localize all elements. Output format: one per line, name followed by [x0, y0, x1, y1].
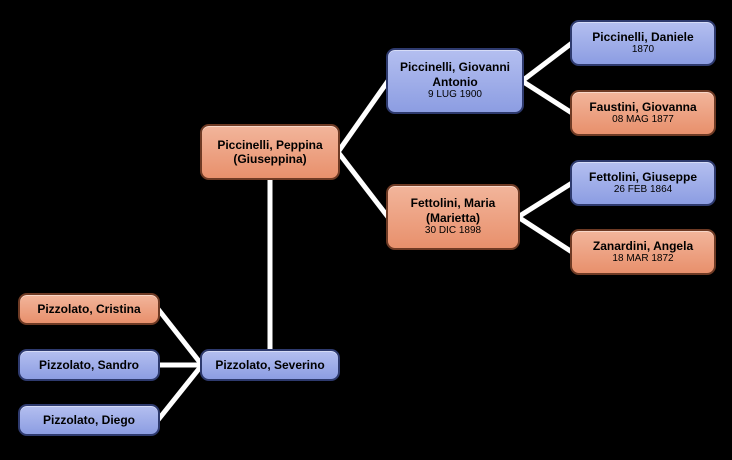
person-date: 1870 — [631, 43, 655, 55]
person-node-faustini-giovanna[interactable]: Faustini, Giovanna 08 MAG 1877 — [570, 90, 716, 136]
person-date: 18 MAR 1872 — [612, 252, 674, 264]
connector-peppina-giovanni — [335, 79, 391, 154]
person-node-pizzolato-diego[interactable]: Pizzolato, Diego — [18, 404, 160, 436]
connector-giovanni-faustini — [520, 78, 574, 116]
person-name-2: (Giuseppina) — [233, 152, 307, 166]
connector-peppina-maria — [336, 150, 390, 219]
person-name: Pizzolato, Cristina — [37, 301, 141, 316]
person-name: Pizzolato, Diego — [42, 412, 135, 427]
person-node-piccinelli-giovanni-antonio[interactable]: Piccinelli, Giovanni Antonio 9 LUG 1900 — [386, 48, 524, 114]
person-name-2: Antonio — [432, 74, 478, 89]
person-name: Fettolini, Maria — [410, 196, 496, 211]
person-name-2: (Marietta) — [425, 210, 480, 225]
person-name: Faustini, Giovanna — [589, 99, 697, 114]
person-name: Fettolini, Giuseppe — [588, 169, 697, 184]
person-node-fettolini-maria[interactable]: Fettolini, Maria (Marietta) 30 DIC 1898 — [386, 184, 520, 250]
person-node-pizzolato-sandro[interactable]: Pizzolato, Sandro — [18, 349, 160, 381]
person-date: 30 DIC 1898 — [424, 225, 482, 237]
connector-severino-diego — [156, 363, 204, 422]
person-node-piccinelli-peppina[interactable]: Piccinelli, Peppina (Giuseppina) — [200, 124, 340, 180]
person-name: Piccinelli, Peppina — [217, 137, 323, 152]
person-date: 26 FEB 1864 — [613, 183, 673, 195]
person-date: 9 LUG 1900 — [428, 89, 482, 101]
person-node-pizzolato-cristina[interactable]: Pizzolato, Cristina — [18, 293, 160, 325]
person-name: Piccinelli, Giovanni — [399, 60, 511, 75]
person-name: Zanardini, Angela — [592, 238, 694, 253]
connector-maria-giuseppe — [516, 180, 574, 220]
person-name: Pizzolato, Sandro — [38, 357, 139, 372]
connector-giovanni-daniele — [520, 41, 574, 83]
connector-maria-zanardini — [516, 214, 574, 255]
person-name: Pizzolato, Severino — [215, 357, 325, 372]
person-node-zanardini-angela[interactable]: Zanardini, Angela 18 MAR 1872 — [570, 229, 716, 275]
person-node-pizzolato-severino[interactable]: Pizzolato, Severino — [200, 349, 340, 381]
person-node-piccinelli-daniele[interactable]: Piccinelli, Daniele 1870 — [570, 20, 716, 66]
connector-severino-cristina — [156, 307, 204, 367]
person-date: 08 MAG 1877 — [612, 113, 674, 125]
person-node-fettolini-giuseppe[interactable]: Fettolini, Giuseppe 26 FEB 1864 — [570, 160, 716, 206]
person-name: Piccinelli, Daniele — [592, 29, 694, 44]
